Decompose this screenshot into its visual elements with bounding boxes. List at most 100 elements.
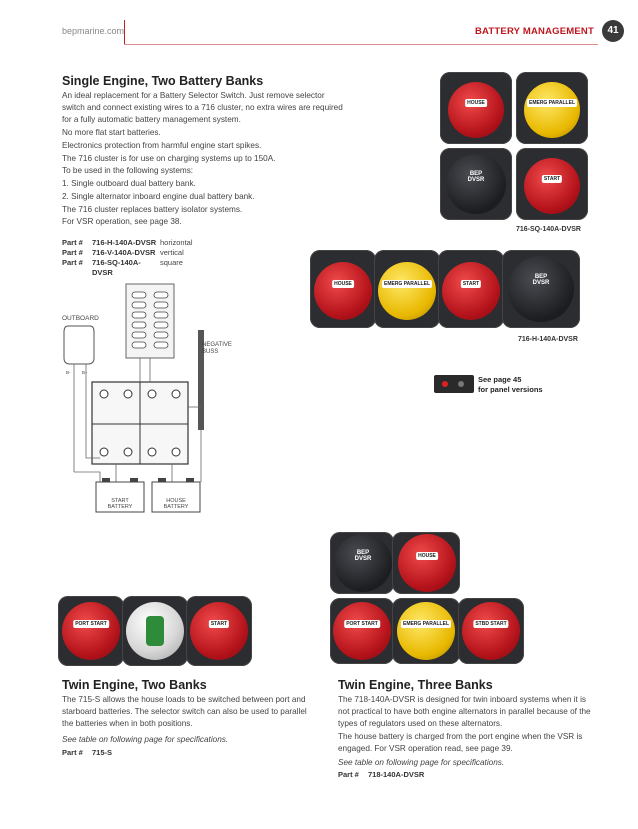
- panel-note-line: See page 45: [478, 375, 522, 384]
- parallel-knob: EMERG PARALLEL: [378, 262, 436, 320]
- part-row: Part # 718-140A-DVSR: [338, 770, 436, 780]
- part-row: Part # 716-SQ-140A-DVSR square: [62, 258, 193, 278]
- parallel-knob: EMERG PARALLEL: [524, 82, 580, 138]
- part-number: 716-V-140A-DVSR: [92, 248, 156, 257]
- panel-note: See page 45 for panel versions: [478, 375, 543, 395]
- header-divider: [124, 20, 125, 44]
- switch-housing: HOUSE: [392, 532, 460, 594]
- negative-buss-bar: [198, 330, 204, 430]
- knob-label: EMERG PARALLEL: [400, 620, 452, 629]
- site-url[interactable]: bepmarine.com: [62, 26, 125, 36]
- start-battery-icon: [95, 481, 145, 513]
- part-desc: horizontal: [160, 238, 193, 247]
- selector-handle-icon: [146, 616, 164, 646]
- twin-two-description: The 715-S allows the house loads to be s…: [62, 694, 320, 747]
- switch-housing: EMERG PARALLEL: [374, 250, 440, 328]
- twin-three-title: Twin Engine, Three Banks: [338, 678, 493, 692]
- paragraph: For VSR operation, see page 38.: [62, 217, 182, 226]
- two-bank-cluster-photo: PORT START START: [58, 596, 258, 666]
- part-row: Part # 715-S: [62, 748, 160, 758]
- knob-label: START: [208, 620, 230, 629]
- part-desc: vertical: [160, 248, 184, 257]
- part-number: 716-SQ-140A-DVSR: [92, 258, 141, 277]
- start-knob: START: [524, 158, 580, 214]
- house-battery-icon: [151, 481, 201, 513]
- single-engine-title: Single Engine, Two Battery Banks: [62, 74, 264, 88]
- paragraph: An ideal replacement for a Battery Selec…: [62, 91, 343, 124]
- house-knob: HOUSE: [398, 534, 456, 592]
- knob-label: EMERG PARALLEL: [381, 280, 433, 289]
- switch-housing: START: [438, 250, 504, 328]
- panel-switches: [131, 291, 169, 349]
- paragraph: The 718-140A-DVSR is designed for twin i…: [338, 695, 591, 728]
- paragraph: 2. Single alternator inboard engine dual…: [62, 192, 255, 201]
- wiring: [73, 358, 202, 482]
- single-engine-description: An ideal replacement for a Battery Selec…: [62, 90, 344, 229]
- part-label: Part #: [62, 248, 83, 257]
- part-label: Part #: [62, 238, 83, 247]
- switch-housing: START: [186, 596, 252, 666]
- part-row: Part # 716-H-140A-DVSR horizontal: [62, 238, 193, 248]
- spec-note: See table on following page for specific…: [338, 758, 505, 767]
- port-knob: PORT START: [62, 602, 120, 660]
- paragraph: 1. Single outboard dual battery bank.: [62, 179, 196, 188]
- switch-housing: STBD START: [458, 598, 524, 664]
- paragraph: The 716 cluster replaces battery isolato…: [62, 205, 243, 214]
- twin-three-part: Part # 718-140A-DVSR: [338, 770, 436, 780]
- paragraph: Electronics protection from harmful engi…: [62, 141, 262, 150]
- twin-three-description: The 718-140A-DVSR is designed for twin i…: [338, 694, 596, 770]
- header-rule: [124, 44, 598, 45]
- panel-note-line: for panel versions: [478, 385, 543, 394]
- outboard-motor-icon: [63, 325, 95, 365]
- square-caption: 716-SQ-140A-DVSR: [516, 226, 581, 233]
- switch-housing: START: [516, 148, 588, 220]
- switch-housing: EMERG PARALLEL: [516, 72, 588, 144]
- horizontal-caption: 716-H-140A-DVSR: [518, 336, 578, 343]
- part-number: 718-140A-DVSR: [368, 770, 425, 779]
- switch-housing: HOUSE: [310, 250, 376, 328]
- switch-housing: PORT START: [58, 596, 124, 666]
- svg-text:B-: B-: [66, 370, 71, 375]
- start-knob: HOUSE: [448, 82, 504, 138]
- led-icon: [442, 381, 448, 387]
- knob-label: HOUSE: [416, 552, 438, 561]
- part-label: Part #: [62, 258, 83, 267]
- paragraph: The house battery is charged from the po…: [338, 732, 583, 753]
- twin-two-title: Twin Engine, Two Banks: [62, 678, 207, 692]
- panel-thumbnail: [434, 375, 474, 393]
- knob-label: START: [541, 175, 563, 184]
- knob-label: PORT START: [344, 620, 380, 629]
- paragraph: The 716 cluster is for use on charging s…: [62, 154, 276, 163]
- part-desc: square: [160, 258, 183, 267]
- switch-housing: HOUSE: [440, 72, 512, 144]
- svg-text:B+: B+: [82, 370, 88, 375]
- knob-label: START: [460, 280, 482, 289]
- outboard-label: OUTBOARD: [62, 315, 99, 322]
- page-header: bepmarine.com BATTERY MANAGEMENT 41: [0, 0, 638, 50]
- switch-housing: EMERG PARALLEL: [392, 598, 460, 664]
- start-knob: START: [442, 262, 500, 320]
- knob-label: PORT START: [73, 620, 109, 629]
- section-title: BATTERY MANAGEMENT: [474, 26, 594, 37]
- switch-housing: [122, 596, 188, 666]
- twin-two-part: Part # 715-S: [62, 748, 160, 758]
- port-knob: PORT START: [333, 602, 391, 660]
- knob-label: STBD START: [473, 620, 509, 629]
- stbd-knob: STBD START: [462, 602, 520, 660]
- part-label: Part #: [338, 770, 359, 779]
- knob-label: HOUSE: [465, 99, 487, 108]
- house-knob: HOUSE: [314, 262, 372, 320]
